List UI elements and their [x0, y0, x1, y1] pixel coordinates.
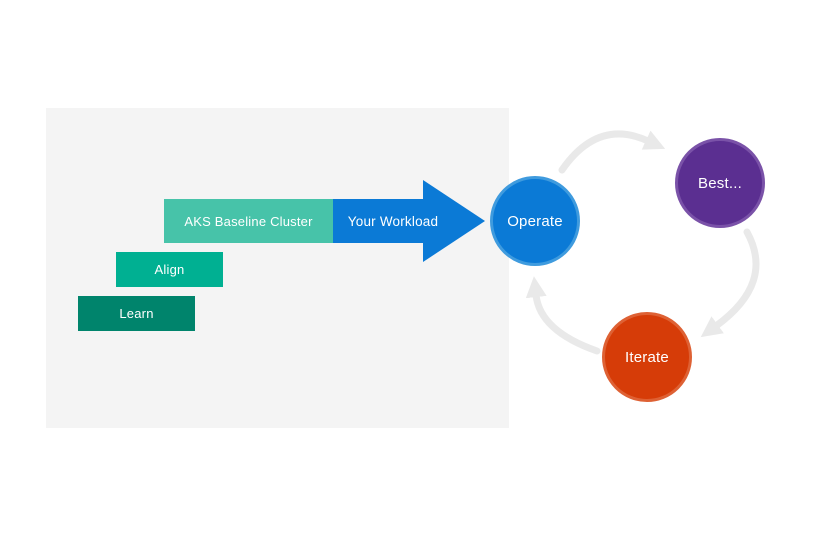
cycle-node-operate: Operate: [490, 176, 580, 266]
workload-arrow-head-icon: [423, 180, 485, 262]
connector-best-to-iterate-icon: [700, 228, 760, 338]
bar-align-label: Align: [154, 262, 185, 277]
cycle-node-best: Best...: [675, 138, 765, 228]
bar-align: Align: [116, 252, 223, 287]
workload-arrow-label: Your Workload: [347, 213, 439, 229]
cycle-node-best-label: Best...: [698, 174, 742, 192]
workload-arrow-body: [333, 199, 423, 243]
cycle-node-iterate: Iterate: [602, 312, 692, 402]
workload-arrow-head-shape: [423, 180, 485, 262]
cycle-node-iterate-label: Iterate: [625, 348, 669, 366]
cycle-node-operate-label: Operate: [507, 212, 563, 230]
connector-iterate-to-operate-icon: [525, 276, 601, 355]
bar-learn: Learn: [78, 296, 195, 331]
connector-operate-to-best-icon: [558, 130, 666, 174]
bar-learn-label: Learn: [119, 306, 154, 321]
bar-aks-baseline-cluster: AKS Baseline Cluster: [164, 199, 333, 243]
bar-aks-baseline-cluster-label: AKS Baseline Cluster: [184, 213, 313, 229]
